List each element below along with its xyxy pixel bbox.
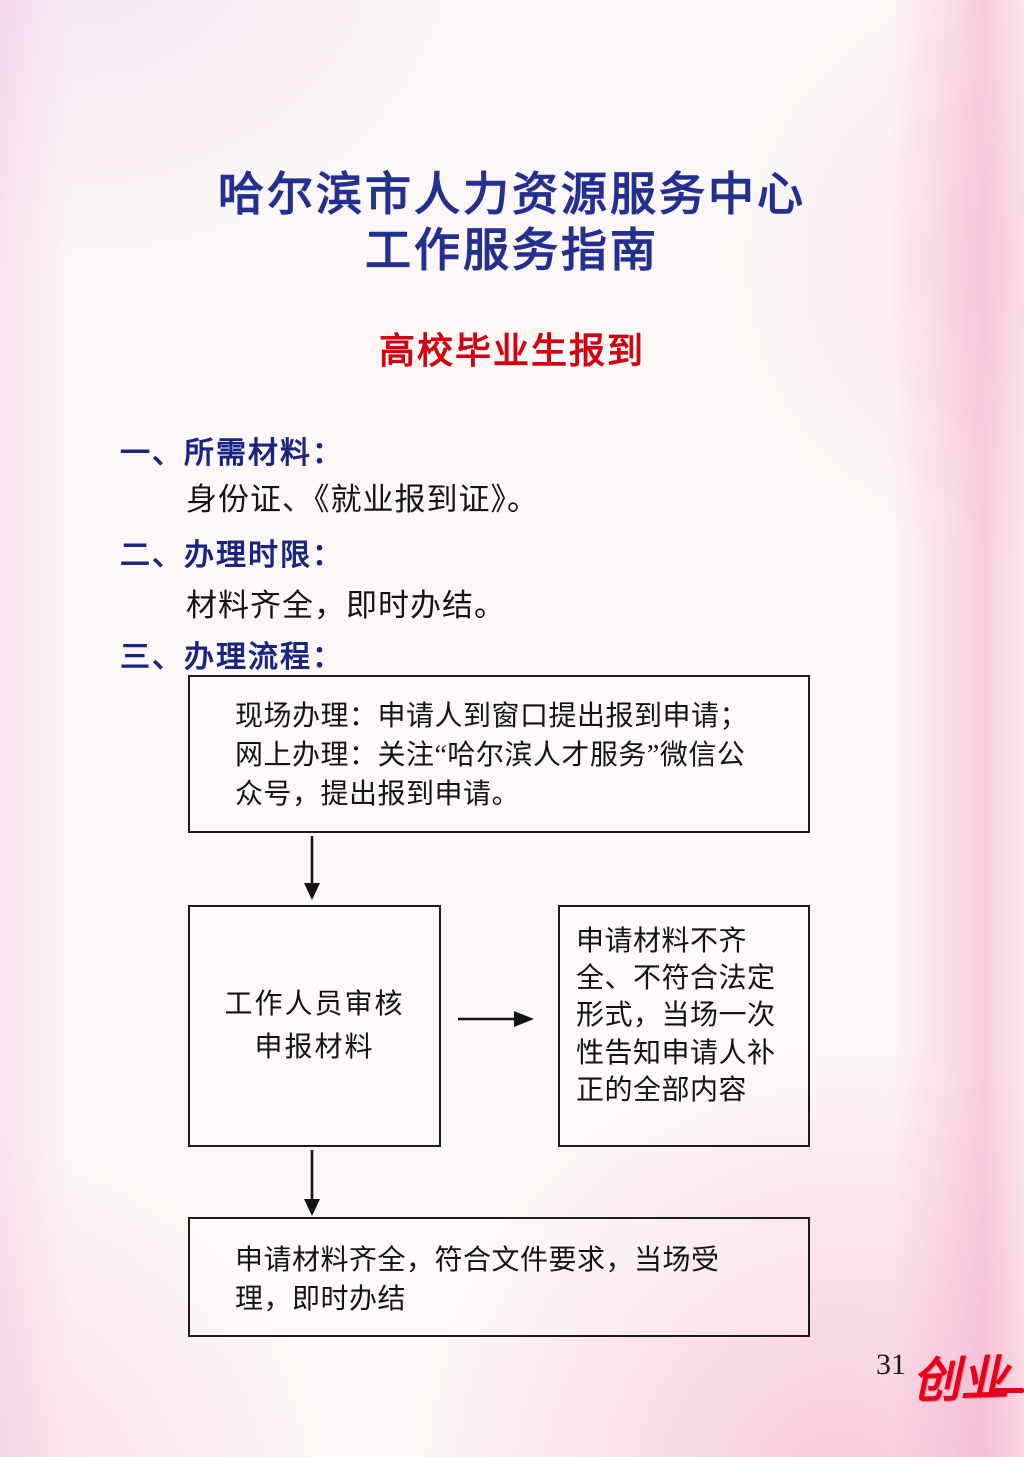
page-title-line1: 哈尔滨市人力资源服务中心	[218, 168, 806, 220]
arrow-down-icon	[304, 836, 320, 900]
logo-underline-decoration	[994, 1388, 1024, 1393]
flowchart-step-apply: 现场办理：申请人到窗口提出报到申请；网上办理：关注“哈尔滨人才服务”微信公众号，…	[188, 675, 810, 833]
flowchart-step-accept: 申请材料齐全，符合文件要求，当场受理，即时办结	[188, 1217, 810, 1337]
page-subtitle: 高校毕业生报到	[378, 331, 645, 371]
flowchart-step-review: 工作人员审核申报材料	[188, 905, 441, 1147]
arrow-down-icon	[304, 1150, 320, 1216]
arrow-right-icon	[458, 1011, 534, 1027]
page-title-line2: 工作服务指南	[365, 224, 659, 277]
section-heading-process: 三、办理流程：	[120, 641, 344, 674]
page-title: 哈尔滨市人力资源服务中心 工作服务指南	[0, 166, 1024, 278]
section-heading-time-limit: 二、办理时限：	[120, 539, 344, 572]
page-number: 31	[876, 1348, 906, 1381]
section-body-materials: 身份证、《就业报到证》。	[186, 482, 539, 517]
chuangye-logo: 创业	[911, 1352, 1010, 1409]
section-heading-materials: 一、所需材料：	[120, 437, 344, 470]
flowchart-step-incomplete-notice: 申请材料不齐全、不符合法定形式，当场一次性告知申请人补正的全部内容	[558, 905, 810, 1147]
section-body-time-limit: 材料齐全，即时办结。	[186, 588, 506, 623]
